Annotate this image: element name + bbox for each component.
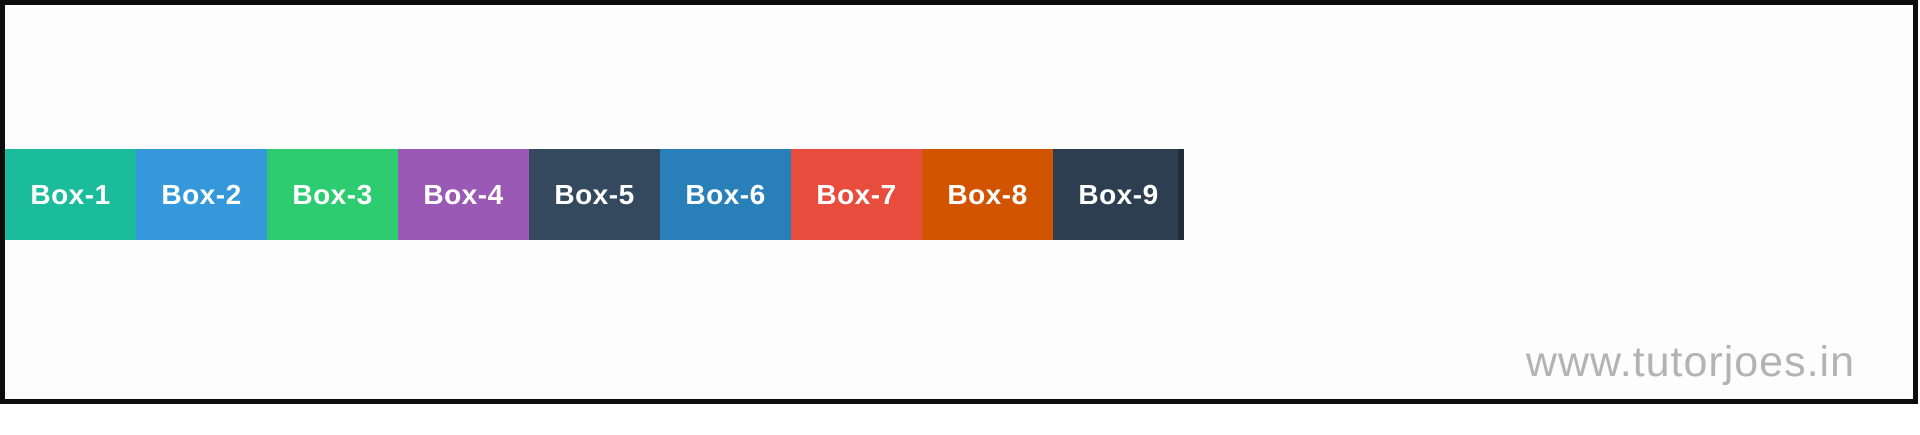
- watermark: www.tutorjoes.in: [1525, 338, 1855, 386]
- box-3: Box-3: [267, 149, 398, 240]
- box-label: Box-4: [423, 178, 504, 210]
- box-label: Box-6: [685, 178, 766, 210]
- box-label: Box-3: [292, 178, 373, 210]
- box-9: Box-9: [1053, 149, 1184, 240]
- box-label: Box-7: [816, 178, 897, 210]
- box-label: Box-1: [30, 178, 111, 210]
- page: Box-1 Box-2 Box-3 Box-4 Box-5 Box-6 Box-…: [0, 0, 1918, 404]
- box-5: Box-5: [529, 149, 660, 240]
- box-7: Box-7: [791, 149, 922, 240]
- box-label: Box-8: [947, 178, 1028, 210]
- box-4: Box-4: [398, 149, 529, 240]
- box-6: Box-6: [660, 149, 791, 240]
- box-label: Box-2: [161, 178, 242, 210]
- box-label: Box-5: [554, 178, 635, 210]
- box-2: Box-2: [136, 149, 267, 240]
- box-8: Box-8: [922, 149, 1053, 240]
- box-row: Box-1 Box-2 Box-3 Box-4 Box-5 Box-6 Box-…: [5, 149, 1184, 240]
- box-label: Box-9: [1078, 178, 1159, 210]
- box-1: Box-1: [5, 149, 136, 240]
